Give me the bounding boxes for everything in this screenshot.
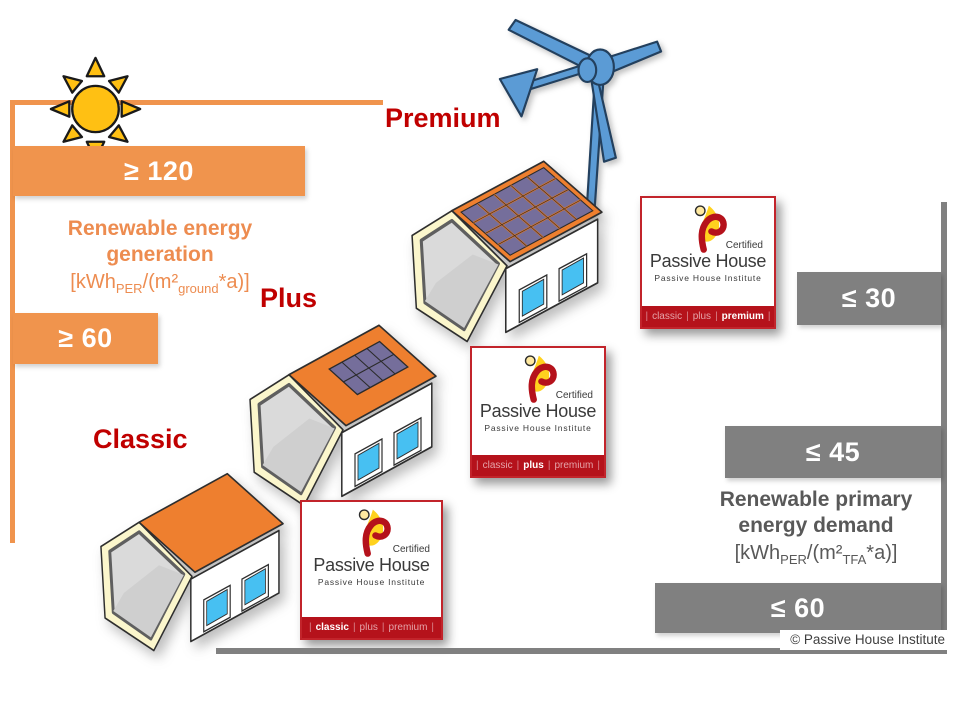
passive-house-logo-icon bbox=[524, 355, 557, 403]
generation-bar-high: ≥ 120 bbox=[13, 146, 305, 196]
tier-plus: plus bbox=[359, 622, 378, 633]
copyright-notice: © Passive House Institute bbox=[780, 630, 947, 650]
demand-bar-plus-label: ≤ 45 bbox=[805, 436, 861, 467]
wind-turbine-icon bbox=[498, 18, 663, 216]
tier-separator: | bbox=[431, 622, 435, 633]
demand-scale-edge-line bbox=[941, 202, 947, 654]
demand-caption: Renewable primary energy demand [kWhPER/… bbox=[692, 487, 940, 572]
bottom-baseline bbox=[216, 648, 947, 654]
generation-bar-low: ≥ 60 bbox=[13, 313, 158, 364]
orange-frame-top-line bbox=[10, 100, 383, 105]
generation-bar-high-label: ≥ 120 bbox=[124, 155, 194, 186]
label-classic: Classic bbox=[93, 424, 188, 454]
seal-tier-row: | classic | plus | premium | bbox=[642, 306, 774, 327]
seal-tier-row: | classic | plus | premium | bbox=[302, 617, 441, 638]
label-premium: Premium bbox=[385, 103, 501, 133]
tier-separator: | bbox=[476, 460, 479, 471]
demand-title-line1: Renewable primary bbox=[719, 488, 913, 511]
seal-title: Passive House bbox=[649, 251, 767, 271]
tier-separator: | bbox=[686, 311, 689, 322]
demand-bar-classic: ≤ 60 bbox=[655, 583, 941, 633]
tier-separator: | bbox=[597, 460, 600, 471]
generation-title-line2: generation bbox=[106, 243, 214, 266]
demand-bar-premium-label: ≤ 30 bbox=[841, 283, 897, 313]
house-classic bbox=[98, 446, 286, 654]
solar-panel-array-full bbox=[460, 166, 594, 256]
orange-frame-left-line bbox=[10, 100, 15, 543]
tier-separator: | bbox=[308, 622, 312, 633]
tier-separator: | bbox=[352, 622, 356, 633]
tier-premium: premium bbox=[721, 311, 764, 322]
seal-title: Passive House bbox=[479, 401, 597, 421]
seal-certified-label: Certified bbox=[555, 390, 593, 401]
tier-separator: | bbox=[381, 622, 385, 633]
tier-separator: | bbox=[715, 311, 718, 322]
generation-title-line1: Renewable energy bbox=[67, 217, 253, 240]
seal-certified-label: Certified bbox=[392, 544, 430, 555]
generation-caption: Renewable energy generation [kWhPER/(m²g… bbox=[16, 216, 304, 301]
sun-icon bbox=[49, 56, 142, 162]
tier-separator: | bbox=[645, 311, 649, 322]
seal-plus: Certified Passive House Passive House In… bbox=[470, 346, 606, 478]
tier-plus: plus bbox=[523, 460, 544, 471]
seal-tier-row: | classic | plus | premium | bbox=[472, 455, 604, 476]
tier-separator: | bbox=[767, 311, 771, 322]
solar-panel-array-partial bbox=[328, 340, 409, 396]
tier-classic: classic bbox=[482, 460, 513, 471]
passive-house-logo-icon bbox=[694, 205, 727, 253]
demand-bar-classic-label: ≤ 60 bbox=[770, 592, 826, 623]
demand-title-line2: energy demand bbox=[738, 514, 894, 537]
demand-bar-plus: ≤ 45 bbox=[725, 426, 941, 478]
generation-formula: [kWhPER/(m²ground*a)] bbox=[70, 271, 250, 296]
tier-separator: | bbox=[547, 460, 551, 471]
demand-bar-premium: ≤ 30 bbox=[797, 272, 941, 325]
passive-house-logo-icon bbox=[358, 509, 391, 557]
tier-premium: premium bbox=[554, 460, 594, 471]
label-plus: Plus bbox=[260, 283, 318, 313]
tier-premium: premium bbox=[388, 622, 428, 633]
seal-institute: Passive House Institute bbox=[484, 423, 592, 433]
seal-institute: Passive House Institute bbox=[317, 577, 426, 587]
seal-classic: Certified Passive House Passive House In… bbox=[300, 500, 443, 640]
demand-formula: [kWhPER/(m²TFA*a)] bbox=[734, 542, 898, 567]
seal-institute: Passive House Institute bbox=[654, 273, 762, 283]
tier-separator: | bbox=[516, 460, 520, 471]
seal-premium: Certified Passive House Passive House In… bbox=[640, 196, 776, 329]
house-plus bbox=[247, 297, 439, 509]
generation-bar-low-label: ≥ 60 bbox=[58, 323, 113, 353]
tier-classic: classic bbox=[315, 622, 349, 633]
tier-classic: classic bbox=[652, 311, 683, 322]
tier-plus: plus bbox=[692, 311, 712, 322]
seal-title: Passive House bbox=[313, 555, 430, 575]
house-premium bbox=[409, 133, 605, 345]
seal-certified-label: Certified bbox=[725, 240, 763, 251]
